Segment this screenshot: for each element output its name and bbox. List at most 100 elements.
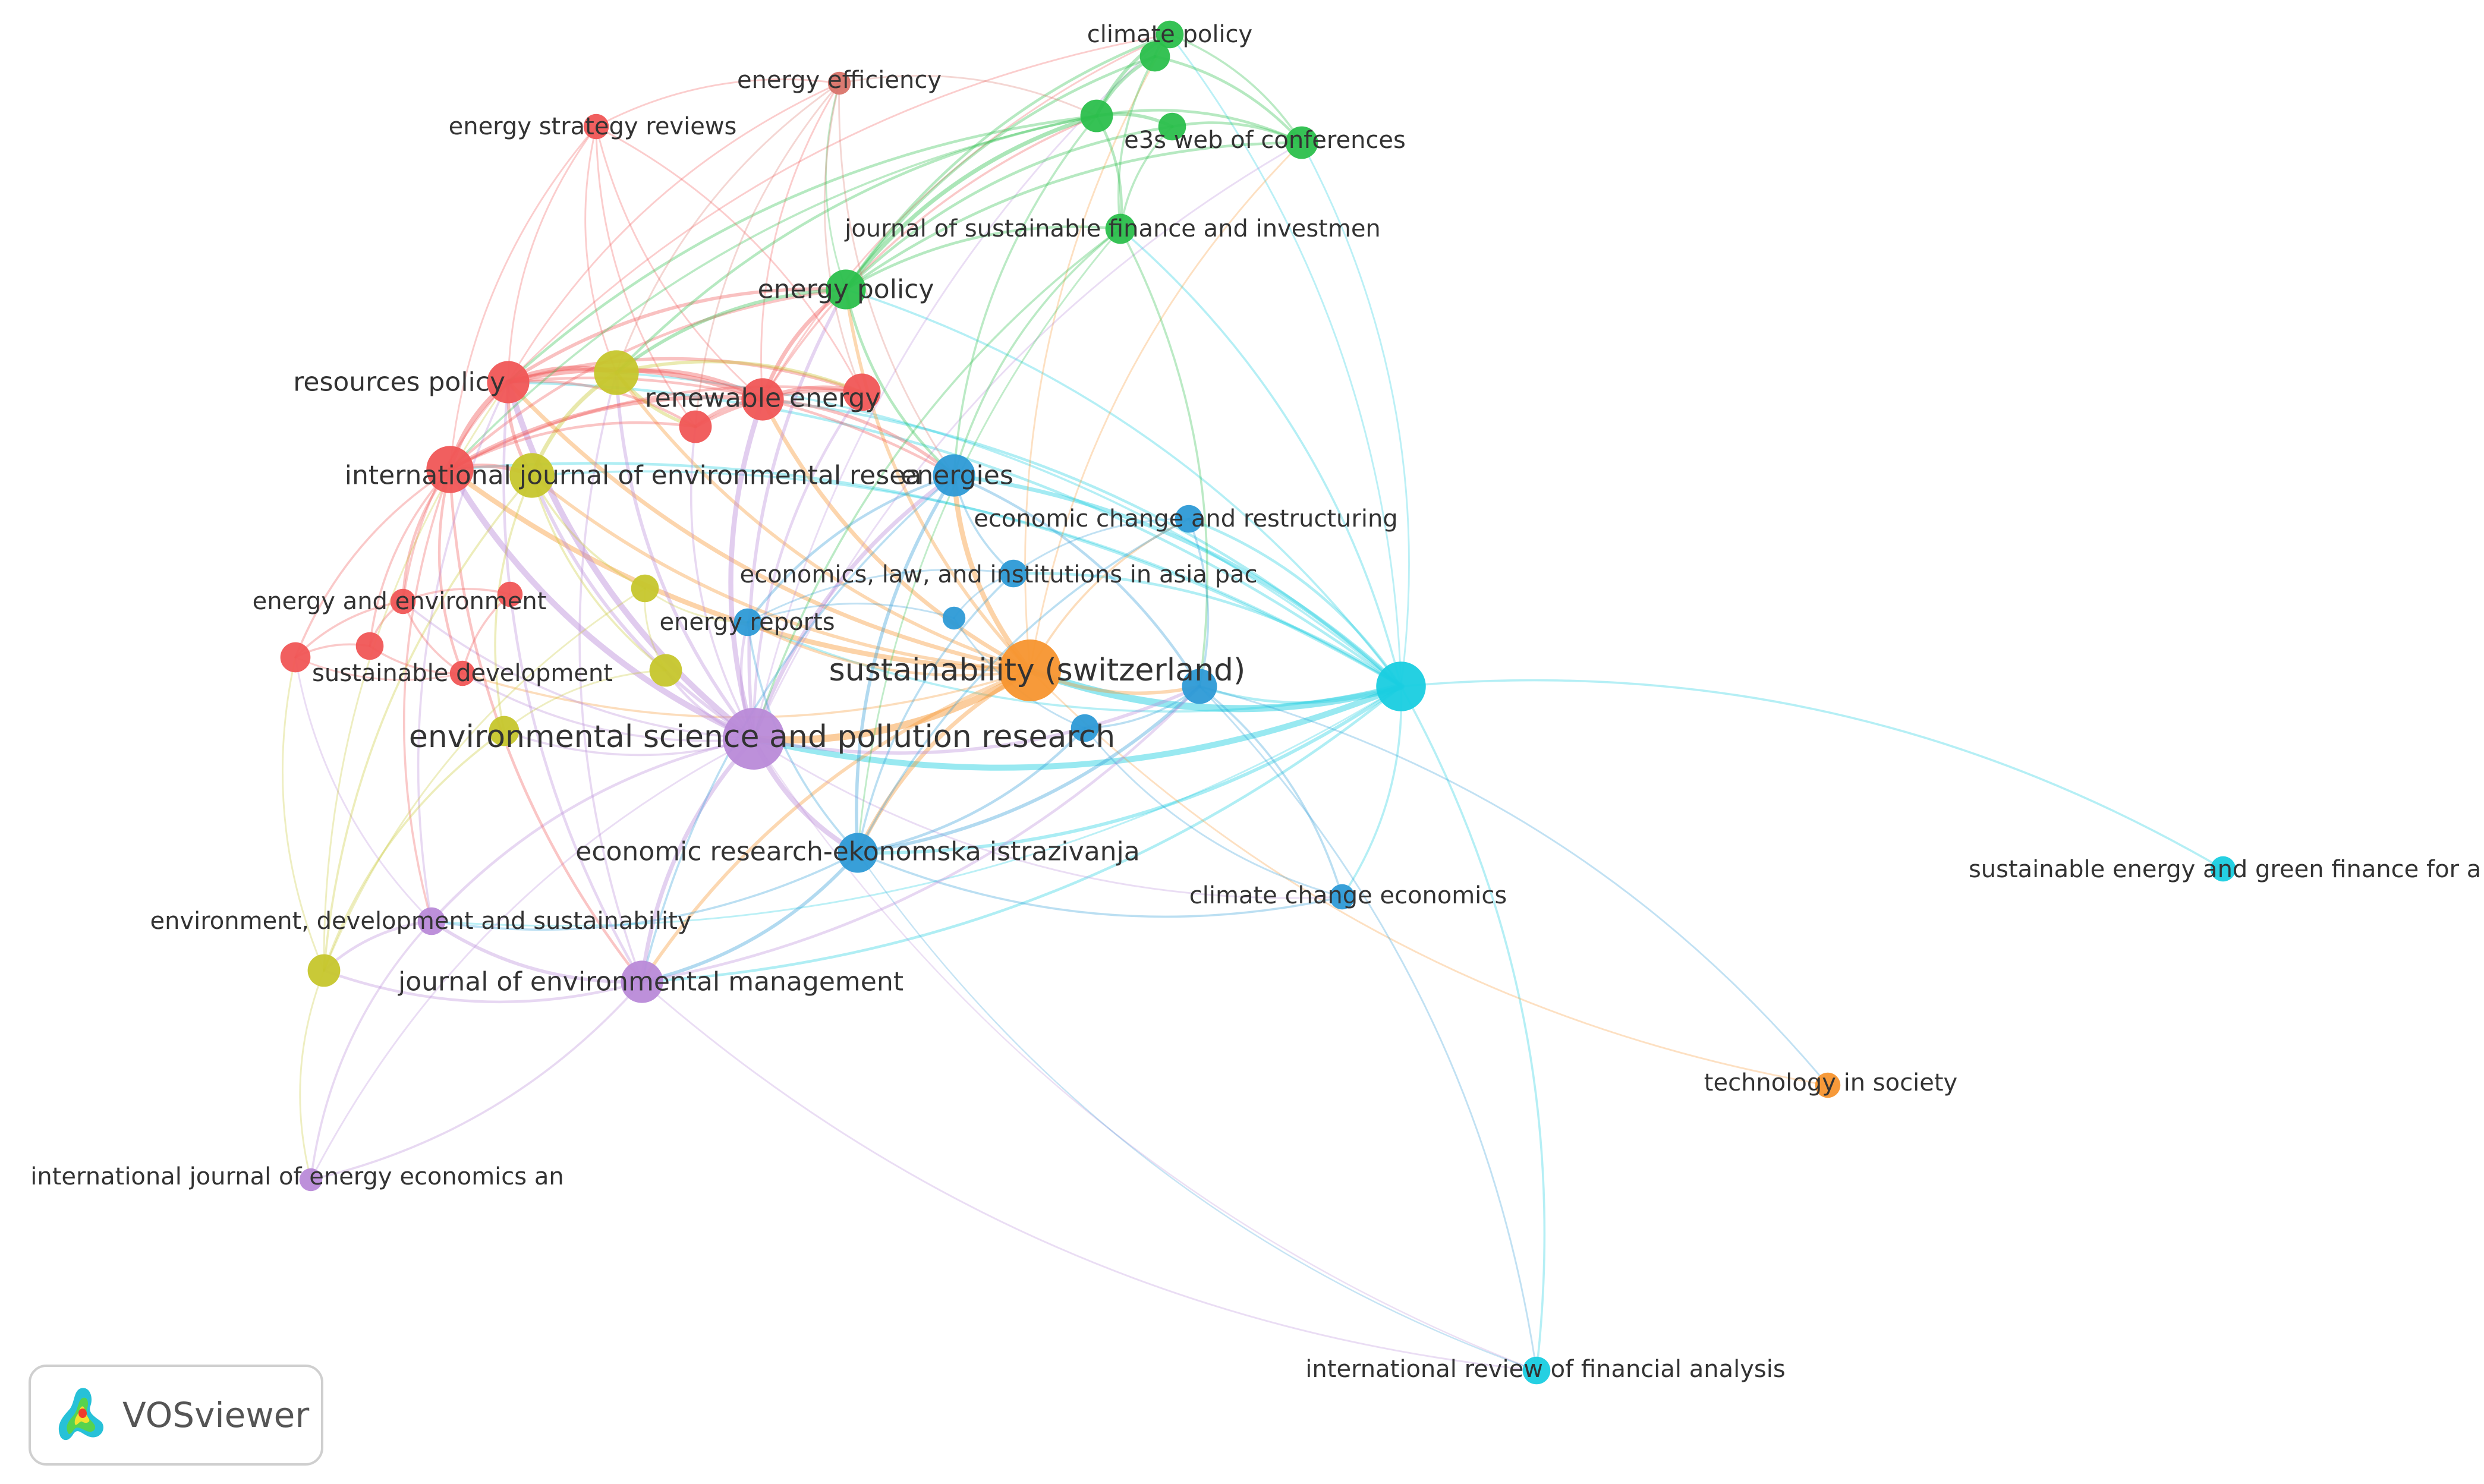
edge-renewable-energy--energy-efficiency bbox=[760, 82, 840, 401]
node-climate-policy[interactable] bbox=[1156, 20, 1184, 49]
node-energy-strategy-reviews[interactable] bbox=[583, 114, 609, 140]
node-environmental-science-and-pollution-research[interactable] bbox=[723, 708, 785, 770]
edge-journal-of-sustainable-finance--energies bbox=[953, 228, 1122, 477]
node-yellow-d[interactable] bbox=[649, 654, 682, 687]
edge-environmental-science-and-pollution-research--resources-policy bbox=[505, 379, 757, 742]
node-energy-reports[interactable] bbox=[733, 608, 762, 637]
edge-cyan-hub--climate-policy bbox=[1169, 33, 1402, 688]
label-economic-change-and-restructuring[interactable]: economic change and restructuring bbox=[974, 505, 1397, 533]
label-energy-strategy-reviews[interactable]: energy strategy reviews bbox=[449, 113, 737, 140]
edge-energy-reports--economics-law-institutions-asia-pac bbox=[747, 569, 1015, 623]
node-international-journal-of-environmental-resea[interactable] bbox=[426, 446, 474, 493]
node-cyan-hub[interactable] bbox=[1376, 661, 1426, 711]
label-journal-of-environmental-management[interactable]: journal of environmental management bbox=[398, 967, 903, 997]
edge-energy-strategy-reviews--yellow-a bbox=[584, 125, 618, 374]
edge-environmental-science-and-pollution-research--red-a bbox=[690, 426, 755, 740]
edge-energy-strategy-reviews--red-a bbox=[595, 125, 697, 428]
edge-environmental-science-and-pollution-research--renewable-energy bbox=[728, 396, 766, 742]
node-renewable-energy[interactable] bbox=[741, 378, 784, 421]
node-red-b[interactable] bbox=[843, 373, 881, 411]
label-energy-policy[interactable]: energy policy bbox=[758, 275, 934, 305]
label-resources-policy[interactable]: resources policy bbox=[293, 367, 505, 398]
edge-cyan-hub--journal-of-environmental-management bbox=[640, 685, 1403, 984]
edge-economic-research-ekonomska-istrazivanja--journal-of-environmental-management bbox=[640, 851, 860, 984]
edge-yellow-f--yellow-c bbox=[323, 587, 646, 972]
vosviewer-logo-icon bbox=[58, 1388, 103, 1441]
node-sustainability-switzerland[interactable] bbox=[999, 639, 1061, 701]
node-economic-research-ekonomska-istrazivanja[interactable] bbox=[838, 833, 878, 873]
edge-environmental-science-and-pollution-research--climate-change-economics bbox=[753, 738, 1343, 899]
label-sustainable-energy-and-green-finance[interactable]: sustainable energy and green finance for… bbox=[1969, 856, 2484, 883]
nodes-layer bbox=[280, 20, 2236, 1385]
node-international-journal-of-energy-economics[interactable] bbox=[299, 1168, 323, 1192]
label-energy-efficiency[interactable]: energy efficiency bbox=[737, 67, 942, 94]
edge-yellow-b--yellow-e bbox=[494, 474, 533, 732]
node-green-a[interactable] bbox=[1080, 99, 1113, 133]
node-blue-c[interactable] bbox=[942, 606, 966, 630]
node-economic-change-and-restructuring[interactable] bbox=[1175, 505, 1203, 533]
node-red-c[interactable] bbox=[280, 642, 311, 673]
node-yellow-b[interactable] bbox=[509, 453, 555, 498]
label-sustainable-development[interactable]: sustainable development bbox=[312, 660, 613, 687]
node-energy-and-environment[interactable] bbox=[390, 588, 416, 615]
node-climate-change-economics[interactable] bbox=[1329, 884, 1355, 910]
label-climate-policy[interactable]: climate policy bbox=[1087, 21, 1252, 48]
node-yellow-f[interactable] bbox=[307, 954, 341, 987]
node-blue-a[interactable] bbox=[1182, 669, 1217, 704]
label-renewable-energy[interactable]: renewable energy bbox=[645, 383, 881, 414]
node-sustainable-development[interactable] bbox=[449, 660, 476, 686]
node-energies[interactable] bbox=[933, 454, 975, 497]
label-journal-of-sustainable-finance[interactable]: journal of sustainable finance and inves… bbox=[844, 215, 1381, 242]
label-international-review-of-financial-analysis[interactable]: international review of financial analys… bbox=[1305, 1356, 1785, 1383]
edge-cyan-hub--economic-change-and-restructuring bbox=[1187, 517, 1403, 688]
label-technology-in-society[interactable]: technology in society bbox=[1704, 1069, 1957, 1097]
label-environment-development-and-sustainability[interactable]: environment, development and sustainabil… bbox=[150, 908, 691, 935]
edge-sustainability-switzerland--e3s-web-of-conferences bbox=[1029, 141, 1303, 672]
label-international-journal-of-energy-economics[interactable]: international journal of energy economic… bbox=[30, 1163, 563, 1190]
node-red-a[interactable] bbox=[679, 410, 712, 443]
node-blue-b[interactable] bbox=[1071, 714, 1099, 742]
edge-renewable-energy--climate-policy bbox=[761, 33, 1171, 401]
node-resources-policy[interactable] bbox=[487, 361, 530, 404]
label-economics-law-institutions-asia-pac[interactable]: economics, law, and institutions in asia… bbox=[739, 561, 1257, 588]
label-economic-research-ekonomska-istrazivanja[interactable]: economic research-ekonomska istrazivanja bbox=[575, 837, 1139, 867]
node-journal-of-sustainable-finance[interactable] bbox=[1105, 213, 1136, 244]
node-yellow-a[interactable] bbox=[594, 350, 639, 395]
label-international-journal-of-environmental-resea[interactable]: international journal of environmental r… bbox=[345, 461, 921, 491]
node-e3s-web-of-conferences[interactable] bbox=[1285, 126, 1318, 159]
label-energy-reports[interactable]: energy reports bbox=[659, 609, 835, 636]
node-energy-efficiency[interactable] bbox=[827, 71, 851, 95]
label-environmental-science-and-pollution-research[interactable]: environmental science and pollution rese… bbox=[409, 719, 1115, 755]
edge-international-journal-of-environmental-resea--energy-policy bbox=[448, 288, 848, 471]
node-economics-law-institutions-asia-pac[interactable] bbox=[999, 559, 1028, 588]
node-green-c[interactable] bbox=[1158, 112, 1186, 141]
label-energies[interactable]: energies bbox=[901, 461, 1013, 491]
label-e3s-web-of-conferences[interactable]: e3s web of conferences bbox=[1124, 127, 1406, 154]
edge-environmental-science-and-pollution-research--international-journal-of-energy-economics bbox=[310, 738, 755, 1181]
edge-energy-policy--journal-of-sustainable-finance bbox=[844, 225, 1122, 291]
edge-green-a--yellow-a bbox=[615, 114, 1098, 374]
edge-environmental-science-and-pollution-research--climate-policy bbox=[753, 33, 1171, 740]
edge-environmental-science-and-pollution-research--energy-policy bbox=[747, 288, 848, 741]
node-journal-of-environmental-management[interactable] bbox=[621, 960, 663, 1003]
node-energy-policy[interactable] bbox=[826, 269, 866, 310]
label-sustainability-switzerland[interactable]: sustainability (switzerland) bbox=[829, 653, 1246, 688]
node-technology-in-society[interactable] bbox=[1815, 1072, 1841, 1098]
node-red-e[interactable] bbox=[497, 581, 523, 607]
node-yellow-e[interactable] bbox=[489, 716, 520, 746]
edge-sustainability-switzerland--yellow-b bbox=[530, 474, 1032, 672]
node-sustainable-energy-and-green-finance[interactable] bbox=[2210, 856, 2236, 882]
edge-energy-policy--yellow-a bbox=[615, 288, 848, 374]
label-energy-and-environment[interactable]: energy and environment bbox=[253, 588, 547, 615]
edge-red-a--international-journal-of-environmental-resea bbox=[448, 421, 697, 471]
node-green-b[interactable] bbox=[1139, 41, 1170, 72]
node-international-review-of-financial-analysis[interactable] bbox=[1522, 1356, 1551, 1385]
edge-economic-research-ekonomska-istrazivanja--blue-b bbox=[856, 726, 1087, 855]
edge-economic-research-ekonomska-istrazivanja--energy-reports bbox=[747, 621, 859, 854]
edge-blue-a--economic-change-and-restructuring bbox=[1188, 518, 1210, 688]
label-climate-change-economics[interactable]: climate change economics bbox=[1189, 882, 1507, 909]
node-environment-development-and-sustainability[interactable] bbox=[417, 907, 446, 935]
node-red-d[interactable] bbox=[355, 632, 384, 660]
node-yellow-c[interactable] bbox=[631, 574, 659, 603]
